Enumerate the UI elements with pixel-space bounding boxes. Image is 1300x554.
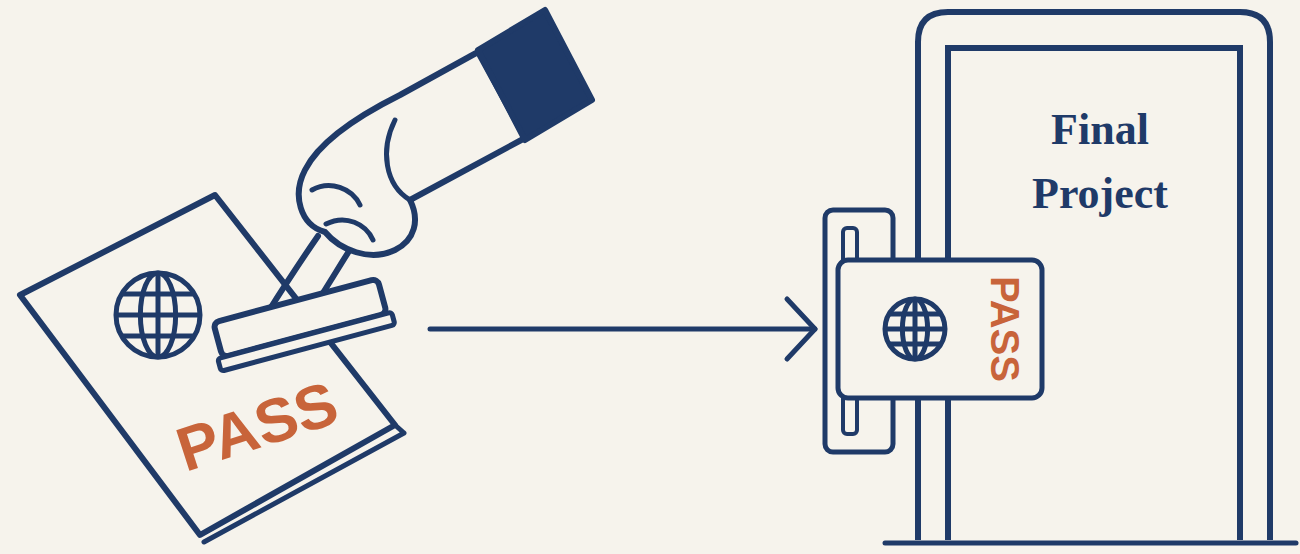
arrow-shaft [430,327,815,332]
finger-line [312,186,360,205]
globe-outline [885,299,945,359]
hand [299,10,592,255]
globe-outline [116,273,200,357]
globe-latitude [122,334,195,339]
pass-stamp-text: PASS [985,276,1025,382]
hand-outline [299,52,525,255]
arrow-head [787,299,815,359]
door-inner-frame [948,48,1240,540]
globe-icon [885,299,945,359]
globe-equator [885,327,945,332]
floor-line [885,541,1296,546]
sleeve-cuff [478,10,592,140]
globe-latitude [889,342,941,347]
globe-icon [116,273,200,357]
globe-latitude [889,312,941,317]
connectors [430,299,815,359]
door-label: Final Project [990,98,1210,226]
passport-card: PASS [835,257,1045,401]
globe-latitude [122,292,195,297]
finger-line [326,220,373,240]
thumb-line [387,120,410,200]
stamp-plate [218,312,395,371]
flow-arrow [430,299,815,359]
globe-equator [116,313,200,318]
stamp-base [208,277,395,371]
card-outline [838,260,1042,398]
